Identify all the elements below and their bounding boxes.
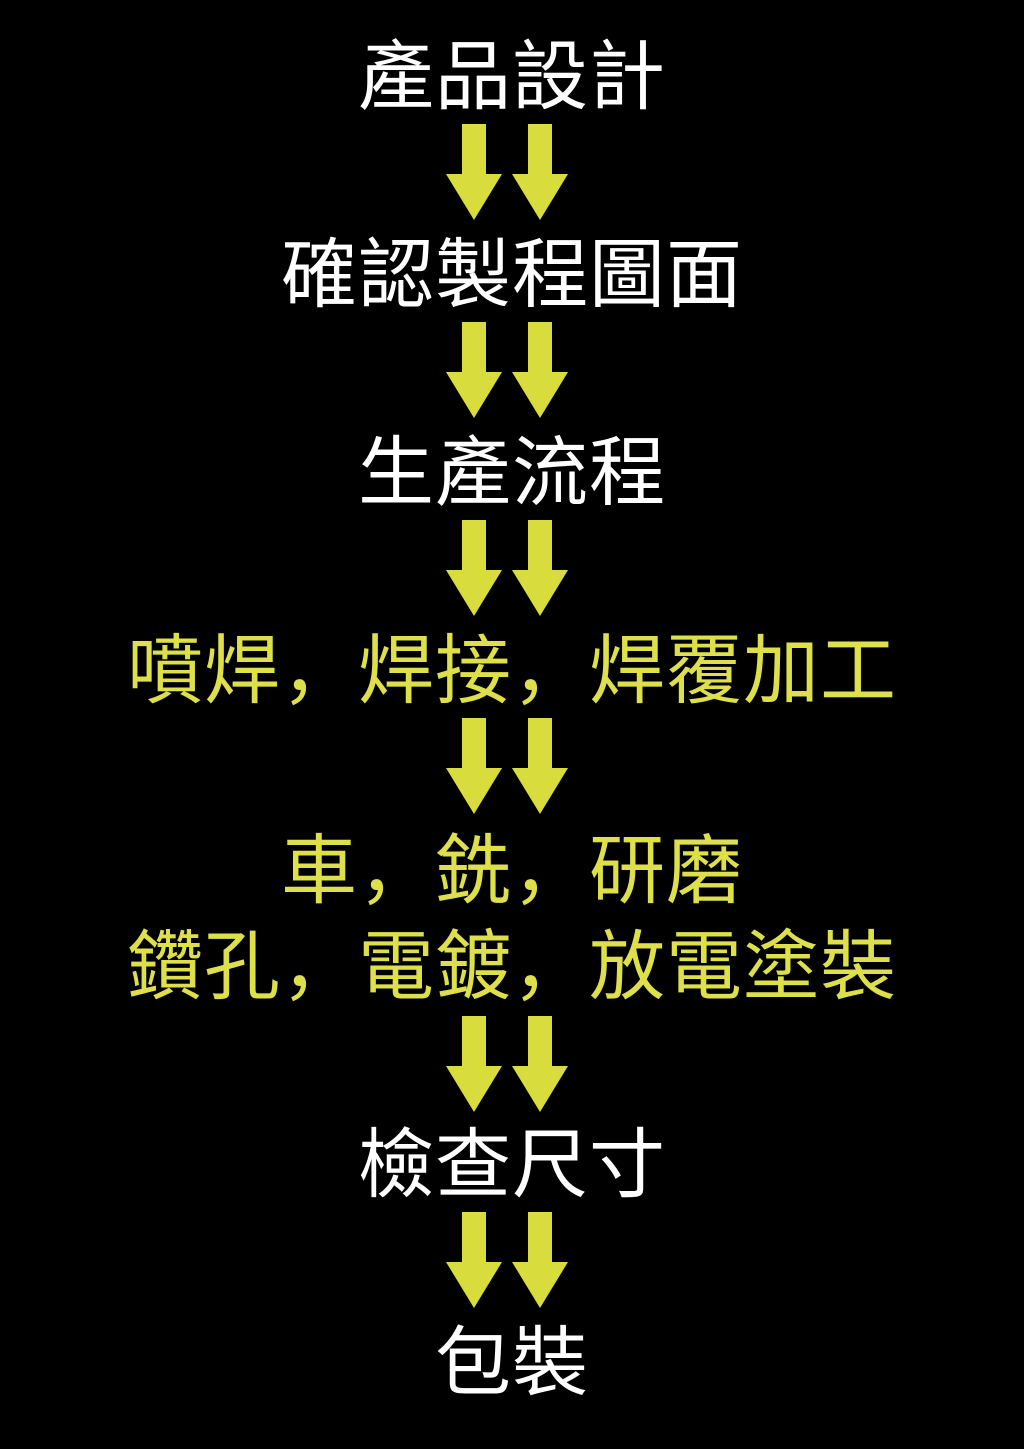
step-product-design: 產品設計: [358, 32, 666, 121]
step-welding: 噴焊，焊接，焊覆加工: [127, 626, 897, 715]
double-down-arrow-icon: [444, 322, 570, 420]
step-machining: 車，銑，研磨: [281, 826, 743, 915]
step-surface-treatment: 鑽孔，電鍍，放電塗裝: [127, 922, 897, 1011]
double-down-arrow-icon: [444, 1016, 570, 1114]
double-down-arrow-icon: [444, 520, 570, 618]
double-down-arrow-icon: [444, 718, 570, 816]
step-dimension-inspection: 檢查尺寸: [358, 1120, 666, 1209]
double-down-arrow-icon: [444, 1212, 570, 1310]
step-packaging: 包裝: [435, 1318, 589, 1407]
step-production-process: 生產流程: [358, 428, 666, 517]
double-down-arrow-icon: [444, 124, 570, 222]
step-confirm-process-drawing: 確認製程圖面: [281, 230, 743, 319]
